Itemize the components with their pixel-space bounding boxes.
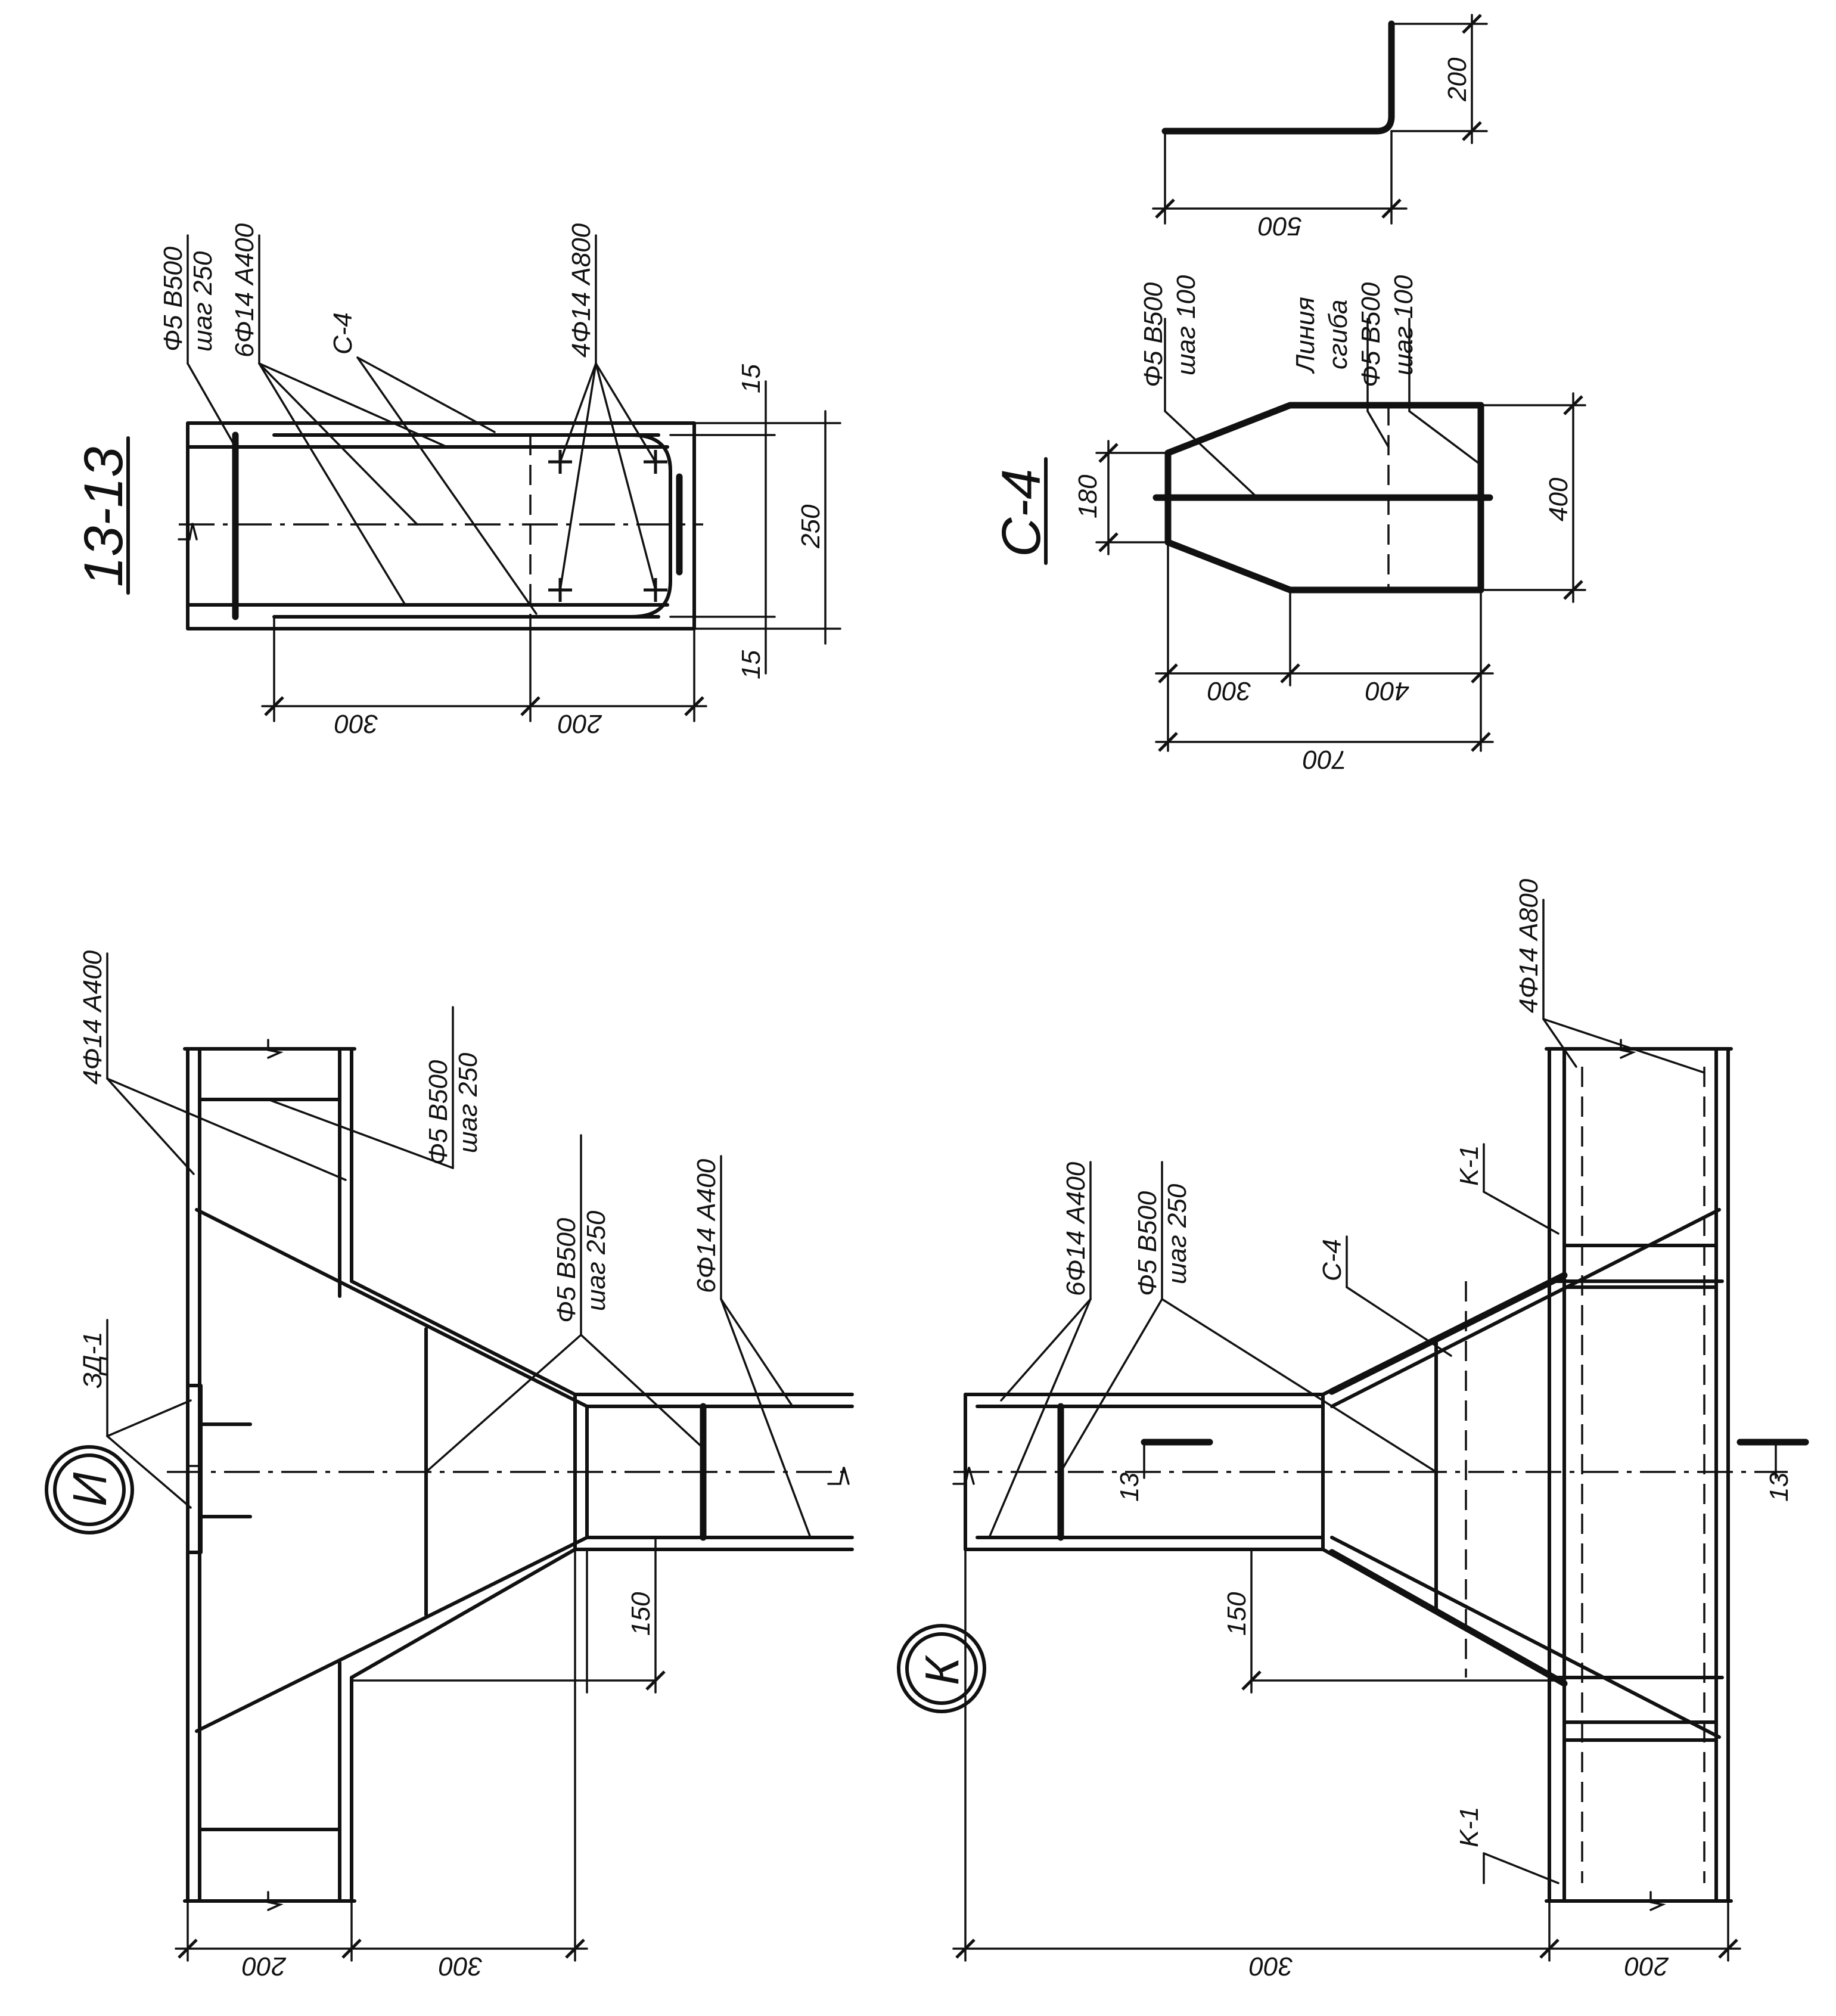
dim-180: 180 [1073,474,1102,518]
cut-13-left: 13 [1115,1473,1144,1502]
dim-300-i: 300 [439,1952,483,1981]
label-c4-k: C-4 [1318,1239,1347,1281]
label-phi5-b500-i-b: Φ5 B500 [552,1217,581,1323]
dim-500-bar: 500 [1258,212,1302,241]
text-labels: 13-13 Φ5 B500 шаг 250 6Φ14 A400 C-4 4Φ14… [63,57,1794,1981]
label-step-250-i-b: шаг 250 [582,1210,611,1311]
dim-15-bottom: 15 [737,650,766,679]
label-step-100-c4-b: шаг 100 [1389,275,1418,375]
label-phi5-b500-c4: Φ5 B500 [1139,282,1168,387]
label-phi5-b500-k: Φ5 B500 [1133,1191,1162,1296]
node-i-label: И [63,1472,116,1506]
label-bend-line-2: сгиба [1324,300,1353,369]
dim-250: 250 [796,504,825,549]
label-c4-sec: C-4 [328,312,358,355]
label-k1-bottom: K-1 [1455,1807,1484,1847]
dim-300-k: 300 [1249,1952,1293,1981]
label-bend-line-1: Линия [1291,297,1320,374]
label-4phi14-a400: 4Φ14 A400 [78,950,107,1085]
label-step-250-i-a: шаг 250 [453,1052,483,1153]
dim-200-bar: 200 [1443,57,1472,102]
label-6phi14-a400-k: 6Φ14 A400 [1061,1161,1091,1296]
node-k-label: К [915,1655,968,1685]
label-step-250-k: шаг 250 [1163,1183,1192,1284]
label-step-100-c4-a: шаг 100 [1172,275,1201,375]
cut-13-right: 13 [1764,1473,1794,1502]
c4-mesh-detail [1095,318,1586,752]
label-k1-top: K-1 [1455,1145,1484,1186]
dim-300-sec: 300 [334,709,378,738]
label-phi5-b500-c4-b: Φ5 B500 [1356,282,1385,387]
section-13-13-title: 13-13 [73,447,134,587]
dim-400-c4-right: 400 [1544,477,1573,521]
dim-400-c4-bottom: 400 [1365,676,1409,706]
label-4phi14-a800-k: 4Φ14 A800 [1514,878,1543,1013]
label-6phi14-a400-sec: 6Φ14 A400 [230,223,259,358]
dim-150-i: 150 [626,1592,656,1636]
section-13-13 [178,234,841,722]
dim-300-c4: 300 [1207,676,1251,706]
label-zd1: ЗД-1 [78,1331,107,1388]
label-6phi14-a400-i: 6Φ14 A400 [692,1158,721,1293]
c4-title: C-4 [991,469,1052,557]
label-phi5-b500-sec: Φ5 B500 [159,246,188,352]
dim-150-k: 150 [1222,1592,1251,1636]
dim-700: 700 [1303,745,1347,774]
label-step-250-sec: шаг 250 [188,251,218,352]
dim-200-sec: 200 [558,709,602,738]
bent-bar-detail [1152,14,1488,225]
label-4phi14-a800-sec: 4Φ14 A800 [567,223,596,358]
node-i-detail [45,952,854,1962]
node-k-detail [897,899,1809,1962]
dim-200-i: 200 [242,1952,287,1981]
dim-15-top: 15 [737,364,766,393]
dim-200-k: 200 [1624,1952,1669,1981]
label-phi5-b500-i-a: Φ5 B500 [424,1060,453,1165]
